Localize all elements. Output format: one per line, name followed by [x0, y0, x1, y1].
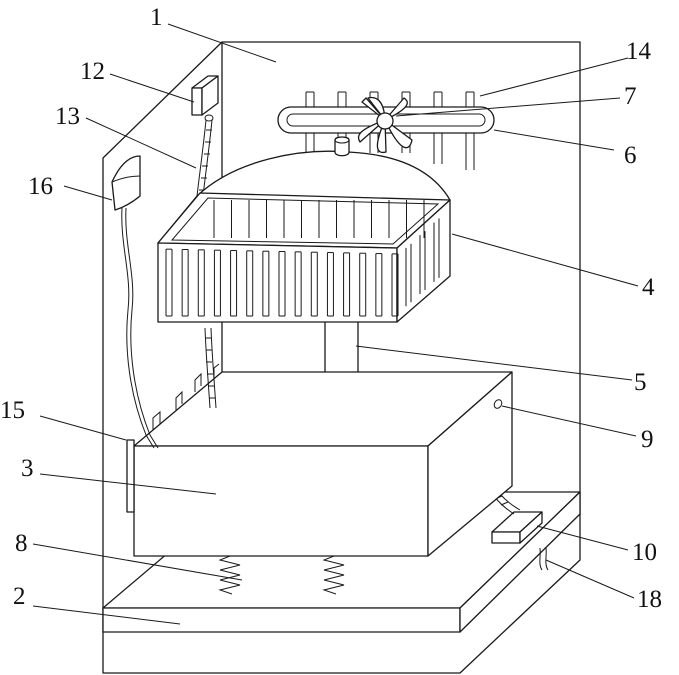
hose — [196, 114, 217, 409]
callout-10: 10 — [632, 539, 657, 566]
callout-15: 15 — [0, 397, 25, 424]
tank-box — [133, 371, 513, 557]
spring-left — [218, 555, 241, 595]
sprayer-head — [111, 155, 141, 211]
callout-9: 9 — [641, 426, 654, 453]
pump-block — [491, 511, 543, 544]
sprayer-cable — [121, 207, 159, 449]
callout-14: 14 — [626, 38, 652, 65]
wall-block — [191, 75, 219, 116]
callout-13: 13 — [55, 103, 80, 130]
callout-18: 18 — [637, 586, 662, 613]
basket-side-slats — [405, 218, 440, 307]
callout-1: 1 — [150, 4, 163, 31]
basket-front-slats — [165, 248, 399, 317]
callout-3: 3 — [21, 455, 34, 482]
basket-back-slats — [213, 200, 425, 238]
callout-12: 12 — [80, 58, 105, 85]
drain-pipe — [539, 547, 549, 571]
callout-4: 4 — [642, 274, 655, 301]
callout-8: 8 — [15, 530, 28, 557]
spring-right — [322, 555, 345, 595]
leader-lines — [32, 23, 639, 625]
callout-6: 6 — [624, 142, 637, 169]
callout-16: 16 — [28, 173, 53, 200]
level-gauge — [126, 439, 135, 513]
callout-2: 2 — [13, 583, 26, 610]
support-column — [324, 317, 359, 383]
fan — [357, 96, 413, 154]
callout-5: 5 — [634, 369, 647, 396]
callout-7: 7 — [624, 83, 637, 110]
